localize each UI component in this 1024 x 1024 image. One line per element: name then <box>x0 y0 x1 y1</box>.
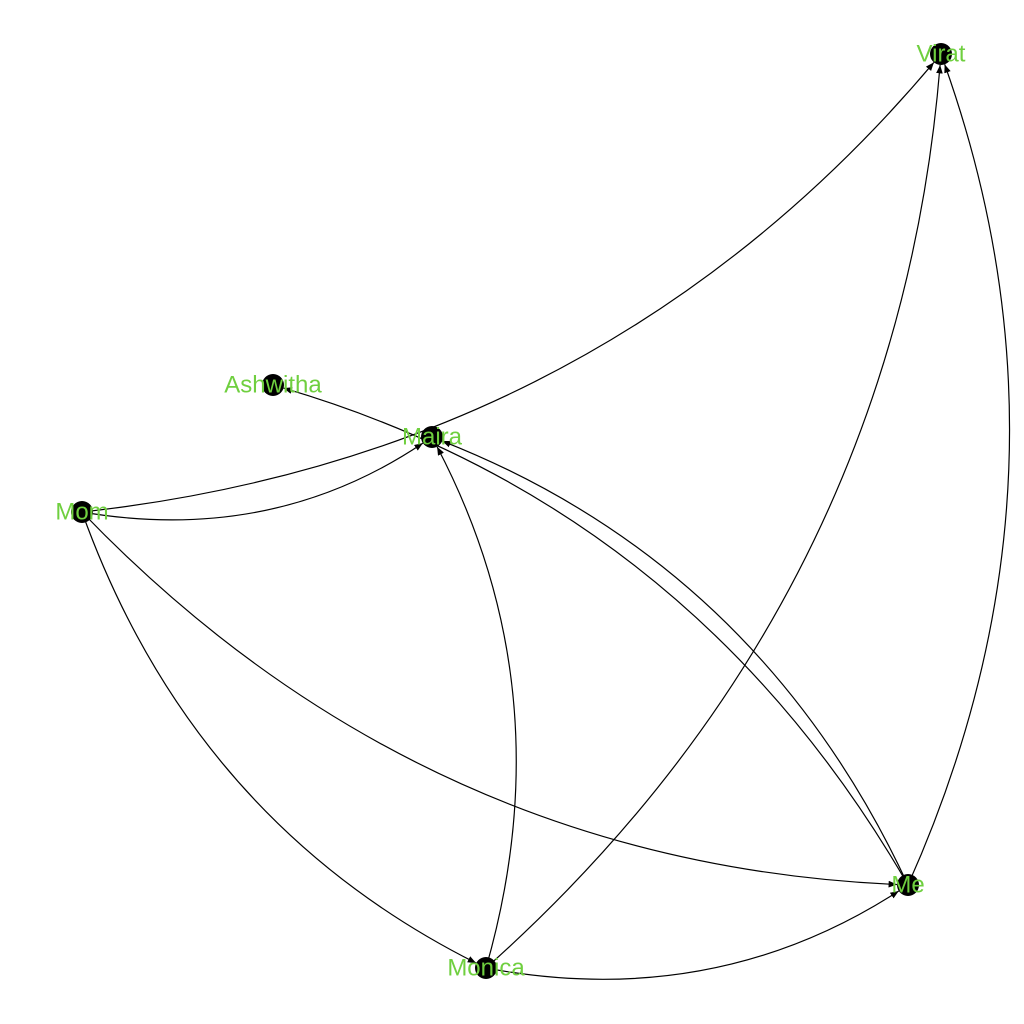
edge-monica-to-maira <box>436 446 517 969</box>
edges-layer <box>81 62 1011 980</box>
node-monica[interactable] <box>475 957 497 979</box>
node-me[interactable] <box>897 874 919 896</box>
node-label-maira: Maira <box>402 424 463 451</box>
node-label-virat: Virat <box>917 41 966 68</box>
edge-mom-to-virat <box>81 62 935 513</box>
node-mom[interactable] <box>71 501 93 523</box>
node-label-monica: Monica <box>447 955 525 982</box>
node-virat[interactable] <box>930 43 952 65</box>
node-label-me: Me <box>891 872 924 899</box>
node-maira[interactable] <box>421 426 443 448</box>
edge-me-to-virat <box>907 64 1011 886</box>
edge-mom-to-monica <box>81 511 477 964</box>
edge-monica-to-me <box>485 890 900 980</box>
edge-mom-to-me <box>81 511 898 888</box>
edge-me-to-ashwitha <box>283 387 909 886</box>
node-ashwitha[interactable] <box>262 374 284 396</box>
nodes-layer <box>71 43 952 979</box>
node-label-ashwitha: Ashwitha <box>224 372 322 399</box>
edge-monica-to-virat <box>485 64 943 969</box>
node-label-mom: Mom <box>55 499 108 526</box>
edge-mom-to-maira <box>81 442 424 521</box>
edge-me-to-maira <box>442 440 909 886</box>
